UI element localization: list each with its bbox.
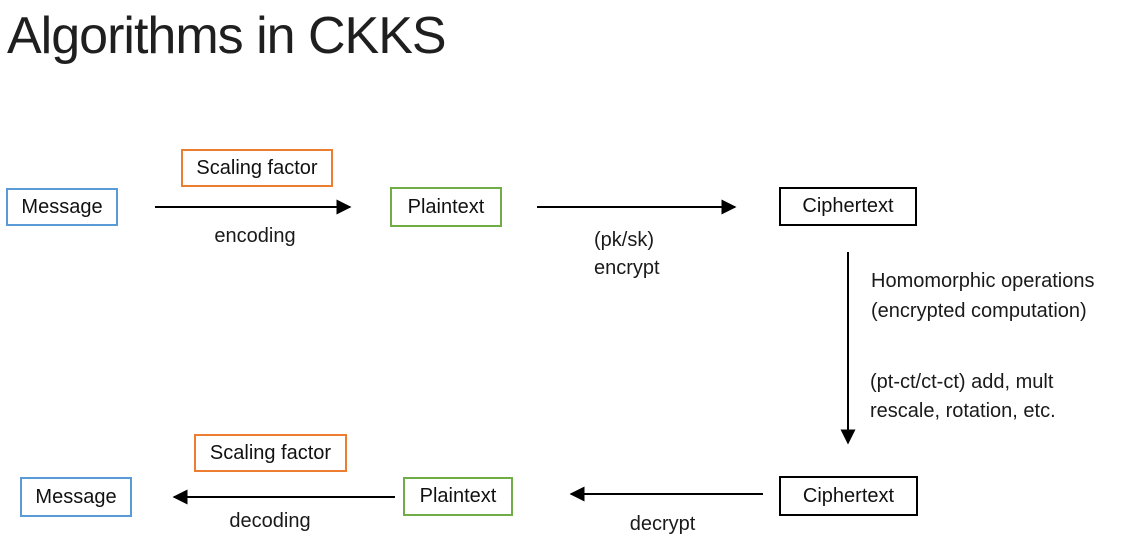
homomorphic-operations-label: Homomorphic operations (encrypted comput… <box>871 266 1094 326</box>
plaintext-box-top: Plaintext <box>390 187 502 227</box>
scaling-factor-box-top: Scaling factor <box>181 149 333 187</box>
ciphertext-box-bottom: Ciphertext <box>779 476 918 516</box>
encrypt-label-line1: (pk/sk) <box>594 229 654 251</box>
scaling-factor-box-bottom: Scaling factor <box>194 434 347 472</box>
ciphertext-box-top: Ciphertext <box>779 187 917 226</box>
message-box-bottom: Message <box>20 477 132 517</box>
message-box-top: Message <box>6 188 118 226</box>
ciphertext-ops-label: (pt-ct/ct-ct) add, mult rescale, rotatio… <box>870 368 1056 426</box>
encrypt-label: (pk/sk) encrypt <box>594 226 660 282</box>
page-title: Algorithms in CKKS <box>7 7 447 65</box>
homomorphic-operations-line1: Homomorphic operations <box>871 270 1095 292</box>
decrypt-label: decrypt <box>629 513 696 535</box>
encoding-label: encoding <box>214 225 296 247</box>
ciphertext-ops-line1: (pt-ct/ct-ct) add, mult <box>870 371 1054 393</box>
plaintext-box-bottom: Plaintext <box>403 477 513 516</box>
encrypt-label-line2: encrypt <box>594 257 660 279</box>
ciphertext-ops-line2: rescale, rotation, etc. <box>870 400 1056 422</box>
homomorphic-operations-line2: (encrypted computation) <box>871 300 1087 322</box>
decoding-label: decoding <box>229 510 311 532</box>
